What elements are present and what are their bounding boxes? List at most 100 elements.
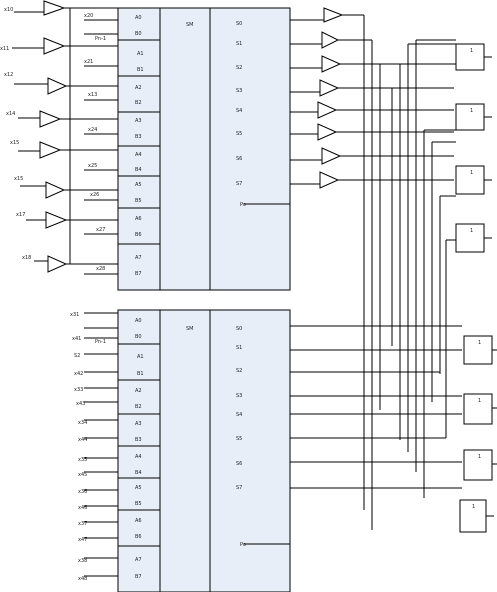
input-label: x14 (6, 111, 15, 117)
out-po: Po (240, 202, 246, 208)
pin-a6: A6 (135, 518, 142, 524)
pin-a2: A2 (135, 85, 142, 91)
input-label: x10 (4, 7, 13, 13)
input-label: x18 (22, 255, 31, 261)
upper-inputs: x10 x11 x12 x14 x15 x15 x17 x18 (0, 0, 118, 275)
pin-b0: B0 (135, 334, 142, 340)
pin-b6: B6 (135, 534, 142, 540)
buffer-icon (47, 77, 68, 95)
pin-a0: A0 (135, 15, 142, 21)
buffer-icon (39, 141, 62, 159)
out-s6: S6 (236, 461, 242, 467)
logic-gate (463, 393, 493, 425)
upper-adder-block: A0 B0 A1 B1 A2 B2 A3 B3 A4 B4 A5 B5 A6 B… (117, 7, 291, 291)
logic-gate (455, 223, 485, 253)
input-label: x42 (74, 371, 83, 377)
out-s3: S3 (236, 88, 242, 94)
buffer-icon (43, 0, 66, 16)
out-s4: S4 (236, 412, 242, 418)
pin-b4: B4 (135, 167, 142, 173)
input-label: x41 (72, 336, 81, 342)
input-label: x45 (78, 472, 87, 478)
pin-b6: B6 (135, 232, 142, 238)
buffer-icon (319, 171, 340, 189)
pin-b5: B5 (135, 198, 142, 204)
lower-adder-block: A0 B0 A1 B1 A2 B2 A3 B3 A4 B4 A5 B5 A6 B… (117, 309, 291, 592)
input-label: x48 (78, 576, 87, 582)
pin-a4: A4 (135, 152, 142, 158)
pin-b7: B7 (135, 271, 142, 277)
input-label: x17 (16, 212, 25, 218)
pin-b0: B0 (135, 31, 142, 37)
input-label: x31 (70, 312, 79, 318)
input-label: x38 (78, 558, 87, 564)
gate-label: 1 (478, 398, 481, 404)
pin-a7: A7 (135, 557, 142, 563)
buffer-icon (47, 255, 68, 273)
pin-a6: A6 (135, 216, 142, 222)
input-label: x34 (78, 420, 87, 426)
lower-inputs: x31 x41 Pn-1 S2 x42 x33 x43 x34 x44 x35 … (70, 312, 118, 582)
out-s7: S7 (236, 485, 242, 491)
input-label: x15 (14, 176, 23, 182)
gate-label: 1 (478, 340, 481, 346)
out-s2: S2 (236, 368, 242, 374)
input-label: x15 (10, 140, 19, 146)
b-input-label: x26 (90, 192, 99, 198)
out-s0: S0 (236, 21, 242, 27)
buffer-icon (45, 181, 66, 199)
logic-gate (455, 103, 485, 131)
pin-a2: A2 (135, 388, 142, 394)
pin-a7: A7 (135, 255, 142, 261)
b-input-label: x20 (84, 13, 93, 19)
input-label: x11 (0, 46, 9, 52)
logic-gate (455, 165, 485, 195)
out-s7: S7 (236, 181, 242, 187)
buffer-icon (39, 110, 62, 128)
b-input-label: x21 (84, 59, 93, 65)
input-label: x46 (78, 505, 87, 511)
b-input-label: x27 (96, 227, 105, 233)
b-input-label: x28 (96, 266, 105, 272)
buffer-icon (319, 79, 340, 97)
b-input-label: x24 (88, 127, 97, 133)
b-input-label: Pn-1 (95, 36, 106, 42)
input-label: x47 (78, 537, 87, 543)
pin-b4: B4 (135, 470, 142, 476)
buffer-icon (321, 147, 342, 165)
pin-a0: A0 (135, 318, 142, 324)
lower-outputs (244, 325, 462, 552)
out-s1: S1 (236, 41, 242, 47)
out-po: Po (240, 542, 246, 548)
b-input-label: x13 (88, 92, 97, 98)
gate-label: 1 (478, 454, 481, 460)
input-label: S2 (74, 353, 80, 359)
input-label: x36 (78, 489, 87, 495)
input-label: x37 (78, 521, 87, 527)
out-s6: S6 (236, 156, 242, 162)
out-s3: S3 (236, 393, 242, 399)
logic-gate (463, 449, 493, 481)
gate-label: 1 (472, 504, 475, 510)
gate-label: 1 (470, 170, 473, 176)
buffer-icon (317, 123, 338, 141)
out-s2: S2 (236, 65, 242, 71)
pin-a4: A4 (135, 454, 142, 460)
out-s0: S0 (236, 326, 242, 332)
gate-label: 1 (470, 108, 473, 114)
buffer-icon (45, 211, 68, 229)
pin-b3: B3 (135, 134, 142, 140)
pin-b2: B2 (135, 100, 142, 106)
pin-a5: A5 (135, 485, 142, 491)
input-label: x43 (76, 401, 85, 407)
gate-label: 1 (470, 48, 473, 54)
routing-wires (362, 15, 456, 530)
sm-label: SM (186, 326, 194, 332)
input-label: x33 (74, 387, 83, 393)
input-label: x12 (4, 72, 13, 78)
out-s4: S4 (236, 108, 242, 114)
buffer-icon (317, 101, 338, 119)
b-input-label: x25 (88, 163, 97, 169)
sm-label: SM (186, 22, 194, 28)
